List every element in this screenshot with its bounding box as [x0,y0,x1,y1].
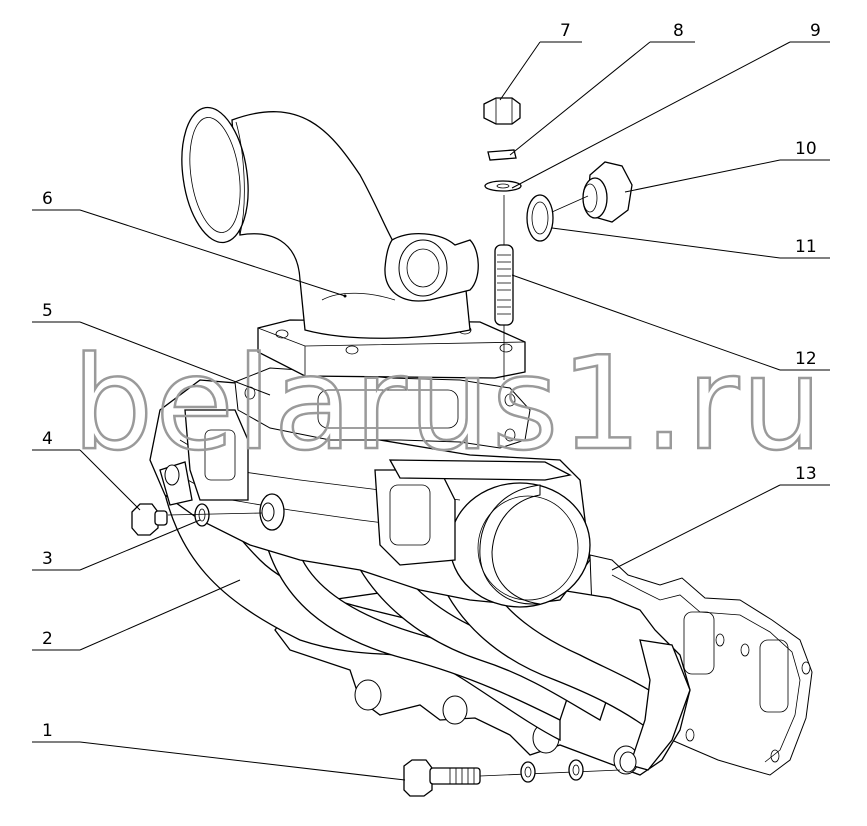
leader-6 [32,209,346,297]
leader-9 [511,41,830,189]
callout-4: 4 [42,429,53,449]
leader-3 [32,519,201,571]
part-10-plug [582,161,633,223]
leader-13 [611,484,830,571]
part-1-bolt [403,759,621,797]
leader-8 [509,41,695,156]
callout-7: 7 [560,21,571,41]
part-9-washer [484,180,522,192]
leader-1 [32,741,406,781]
leader-2 [32,579,241,651]
callout-9: 9 [810,21,821,41]
part-2-exhaust-manifold [149,379,691,776]
part-11-sealing-ring [526,194,589,242]
callout-1: 1 [42,721,53,741]
part-8-washer [487,149,517,161]
callout-3: 3 [42,549,53,569]
part-7-nut [483,97,521,125]
leader-12 [511,274,830,371]
callout-2: 2 [42,629,53,649]
part-5-gasket [234,367,531,449]
part-6-elbow-pipe [181,106,526,379]
leader-7 [499,41,582,101]
leader-11 [551,227,830,259]
callout-6: 6 [42,189,53,209]
callout-12: 12 [795,349,817,369]
leader-5 [32,321,271,396]
leader-10 [624,159,830,193]
leader-lines [32,41,830,781]
part-4-plug [131,503,168,536]
callout-11: 11 [795,237,817,257]
callout-10: 10 [795,139,817,159]
leader-4 [32,449,141,511]
callout-5: 5 [42,301,53,321]
part-12-stud [494,195,514,380]
watermark-text: belarus1.ru [72,330,824,479]
callout-8: 8 [673,21,684,41]
callout-labels: 7 8 9 10 11 12 13 6 5 4 3 2 1 [42,21,821,741]
callout-13: 13 [795,464,817,484]
